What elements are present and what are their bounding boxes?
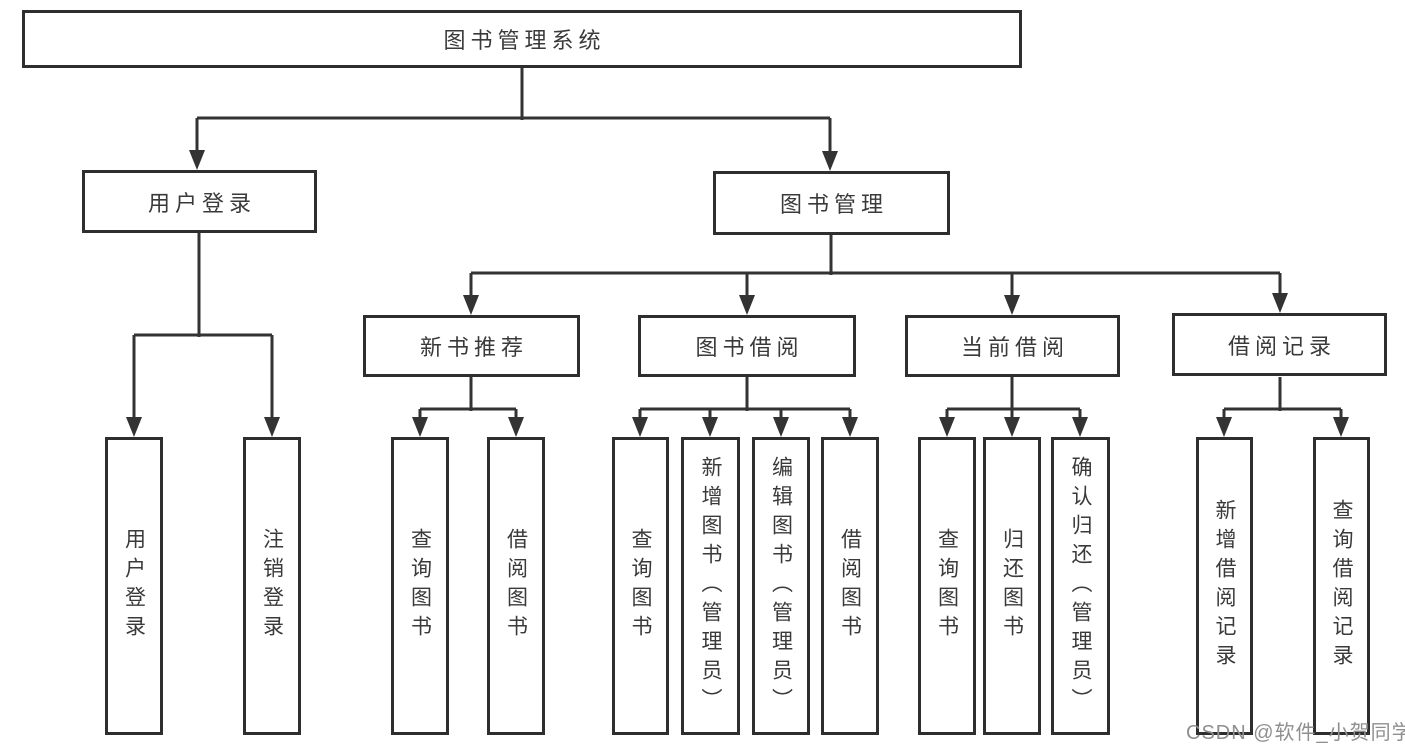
node-leaf-borrow-book-recommend: 借阅图书 [487,437,545,735]
node-new-book-recommend: 新书推荐 [363,315,580,377]
node-leaf-query-borrow-record: 查询借阅记录 [1313,437,1370,735]
node-leaf-confirm-return-admin: 确认归还（管理员） [1051,437,1110,735]
node-leaf-add-book-admin: 新增图书（管理员） [681,437,740,735]
node-borrowing-records: 借阅记录 [1172,313,1387,376]
node-leaf-edit-book-admin: 编辑图书（管理员） [752,437,810,735]
node-user-login: 用户登录 [82,170,317,233]
node-root-system: 图书管理系统 [22,10,1022,68]
node-book-borrowing: 图书借阅 [638,315,856,377]
node-current-borrowing: 当前借阅 [905,315,1120,377]
node-leaf-query-book-recommend: 查询图书 [391,437,449,735]
node-leaf-user-login: 用户登录 [105,437,163,735]
node-leaf-query-book-current: 查询图书 [918,437,976,735]
node-leaf-add-borrow-record: 新增借阅记录 [1196,437,1253,735]
connector-shafts [132,68,1343,422]
node-leaf-logout: 注销登录 [243,437,301,735]
watermark: CSDN @软件_小贺同学 [1186,722,1405,744]
node-leaf-return-book: 归还图书 [983,437,1041,735]
node-leaf-query-book-borrow: 查询图书 [612,437,669,735]
node-book-management: 图书管理 [713,171,950,235]
node-leaf-borrow-book: 借阅图书 [821,437,879,735]
